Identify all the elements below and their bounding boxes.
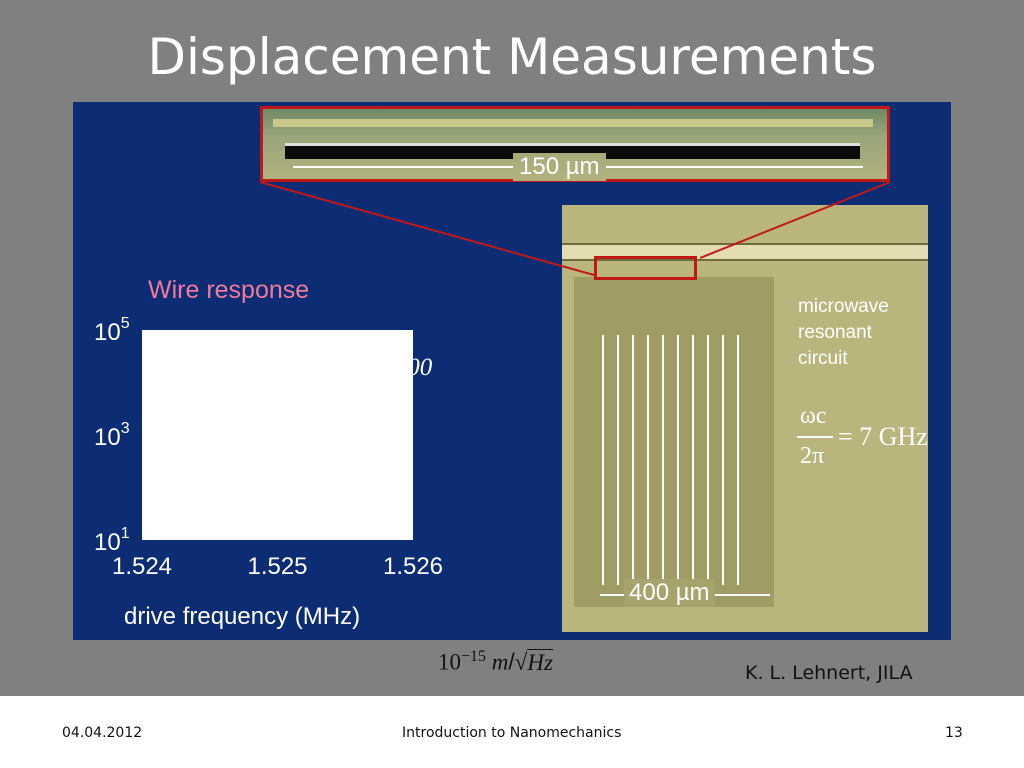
x-tick-labels: 1.524 1.525 1.526 [112, 553, 443, 580]
footer-course: Introduction to Nanomechanics [402, 725, 622, 741]
omega-denominator: 2π [800, 443, 825, 469]
x-axis-label: drive frequency (MHz) [124, 603, 360, 630]
sensitivity-expression: 10−15 m/√Hz [438, 648, 553, 688]
response-curve [195, 340, 340, 517]
sensitivity-meter: m [491, 649, 509, 675]
wire-highlight-box [594, 256, 697, 280]
omega-numerator: ωc [800, 403, 827, 429]
circuit-label-line-2: resonant [798, 322, 872, 343]
y-tick-label: 105 [94, 315, 130, 346]
slide-title: Displacement Measurements [147, 28, 877, 86]
x-tick-label: 1.524 [112, 553, 172, 580]
chart-title: Wire response [148, 276, 309, 304]
interdigital-capacitor [602, 335, 752, 585]
sensitivity-hertz: Hz [527, 648, 553, 675]
attribution: K. L. Lehnert, JILA [745, 662, 913, 684]
y-tick-label: 101 [94, 525, 130, 556]
footer-page-number: 13 [945, 725, 963, 741]
x-tick-label: 1.525 [247, 553, 307, 580]
scale-label-top: 150 µm [513, 153, 606, 181]
scale-label-bottom: 400 µm [624, 579, 715, 607]
circuit-label-line-1: microwave [798, 296, 889, 317]
footer-bar [0, 696, 1024, 768]
sensitivity-base: 10 [438, 649, 461, 675]
sensitivity-slash: / [508, 648, 515, 675]
omega-value: = 7 GHz [838, 422, 928, 451]
plot-area [142, 330, 413, 540]
wire-beam [285, 143, 860, 159]
x-tick-label: 1.526 [383, 553, 443, 580]
quality-factor-annotation: Qm=300,000 [298, 354, 433, 381]
wire-top-band [273, 119, 873, 127]
wire-zoom-image: 150 µm [260, 106, 890, 182]
circuit-label-line-3: circuit [798, 348, 848, 369]
omega-fraction-bar [797, 436, 833, 438]
y-tick-label: 103 [94, 420, 130, 451]
sqrt-icon: √ [514, 649, 528, 675]
sensitivity-exponent: −15 [461, 648, 487, 665]
y-tick-labels: 105 103 101 [94, 315, 130, 556]
footer-date: 04.04.2012 [62, 725, 143, 741]
